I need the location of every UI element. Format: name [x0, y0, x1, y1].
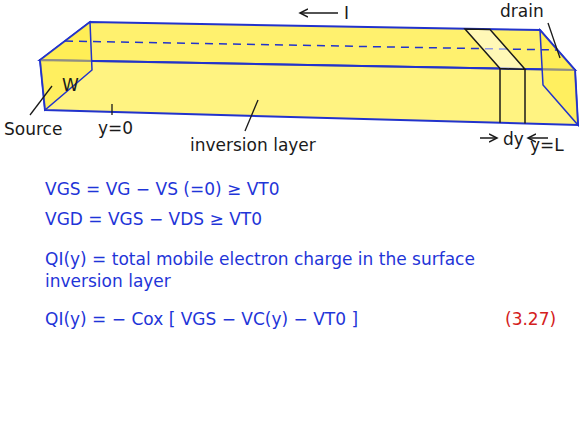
equation: VGS = VG − VS (=0) ≥ VT0 — [45, 178, 280, 200]
leader-line — [548, 23, 560, 58]
definition-note: QI(y) = total mobile electron charge in … — [45, 248, 545, 292]
slice-edge — [524, 69, 526, 123]
drain-face — [540, 30, 578, 125]
front-face — [40, 60, 578, 125]
region-label: inversion layer — [190, 134, 316, 156]
position-label: y=0 — [98, 117, 133, 139]
equation: VGD = VGS − VDS ≥ VT0 — [45, 208, 262, 230]
terminal-label: drain — [500, 0, 544, 22]
current-arrow — [300, 12, 338, 14]
slice-top — [465, 29, 525, 69]
equation: QI(y) = − Cox [ VGS − VC(y) − VT0 ] — [45, 308, 358, 330]
tick-mark — [111, 104, 112, 115]
terminal-label: Source — [4, 118, 62, 140]
source-face — [40, 22, 92, 110]
dy-arrow — [480, 137, 497, 139]
leader-line — [245, 100, 258, 131]
current-label: I — [344, 2, 349, 24]
dimension-label: dy — [503, 128, 524, 150]
slice-edge — [499, 69, 501, 123]
equation-number: (3.27) — [505, 308, 556, 330]
position-label: y=L — [530, 134, 564, 156]
dimension-label: W — [62, 74, 79, 96]
leader-line — [30, 86, 52, 115]
